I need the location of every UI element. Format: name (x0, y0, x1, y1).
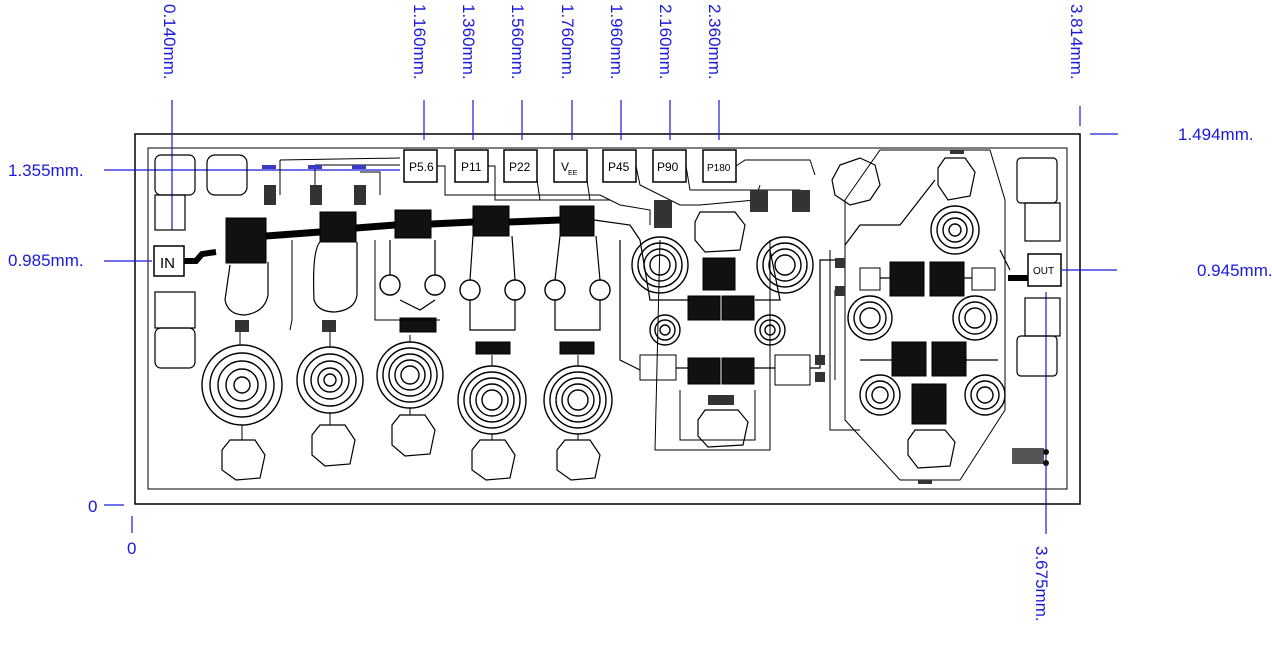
dim-top-2: 1.360mm. (459, 4, 478, 80)
left-dimension-labels: 1.355mm. 0.985mm. 0 (8, 161, 400, 516)
dim-left-0: 1.355mm. (8, 161, 84, 180)
pad-p22: P22 (509, 160, 531, 174)
ground-pads (154, 154, 1061, 481)
dim-top-5: 1.960mm. (607, 4, 626, 80)
dim-bottom-right: 3.675mm. (1032, 546, 1051, 622)
pad-p11: P11 (461, 160, 482, 174)
dim-top-7: 2.360mm. (705, 4, 724, 80)
small-components (235, 150, 1049, 484)
dim-right-0: 1.494mm. (1178, 125, 1254, 144)
dim-top-3: 1.560mm. (508, 4, 527, 80)
pad-p180: P180 (707, 163, 731, 174)
dim-top-8: 3.814mm. (1067, 4, 1086, 80)
dim-top-0: 0.140mm. (160, 4, 179, 80)
io-pads: IN OUT (153, 245, 1062, 287)
dim-left-2: 0 (88, 497, 97, 516)
pad-vee: V (561, 160, 569, 174)
dim-left-1: 0.985mm. (8, 251, 84, 270)
right-dimension-labels: 1.494mm. 0.945mm. (1062, 125, 1272, 280)
chip-outline (134, 133, 1081, 505)
dim-top-6: 2.160mm. (656, 4, 675, 80)
control-pads: P5.6 P11 P22 V EE P45 P90 P180 (403, 149, 737, 183)
pad-p45: P45 (608, 160, 630, 174)
pad-vee-subscript: EE (568, 170, 578, 177)
pad-in: IN (160, 255, 175, 272)
dim-right-1: 0.945mm. (1197, 261, 1272, 280)
pad-p90: P90 (657, 160, 679, 174)
transistor-cells (225, 205, 967, 425)
pad-p5-6: P5.6 (409, 160, 434, 174)
dim-top-4: 1.760mm. (558, 4, 577, 80)
bottom-dimension-labels: 0 3.675mm. (127, 292, 1051, 622)
dim-top-1: 1.160mm. (410, 4, 429, 80)
dim-bottom-origin: 0 (127, 539, 136, 558)
pad-out: OUT (1033, 266, 1054, 277)
top-dimension-labels: 0.140mm. 1.160mm. 1.360mm. 1.560mm. 1.76… (160, 4, 1086, 230)
